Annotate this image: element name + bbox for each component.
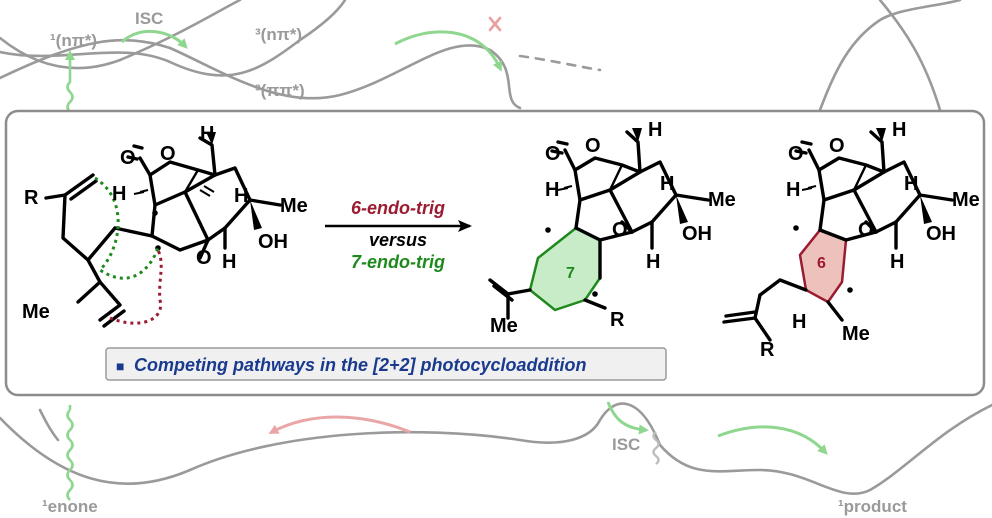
caption-box: ■ Competing pathways in the [2+2] photoc… (105, 347, 667, 381)
reverse-red-arrow (268, 415, 411, 434)
ground-curve (0, 402, 992, 496)
green-arrows (65, 29, 828, 501)
triplet-pipi-curve (0, 39, 522, 110)
svg-text:R: R (24, 187, 39, 209)
caption-text: Competing pathways in the [2+2] photocyc… (134, 355, 587, 375)
svg-text:Me: Me (708, 189, 736, 211)
svg-text:O: O (545, 143, 561, 165)
svg-text:H: H (890, 251, 904, 273)
svg-text:O: O (788, 143, 804, 165)
caption-bullet: ■ (116, 358, 124, 374)
svg-text:OH: OH (258, 231, 288, 253)
label-triplet-pipi: ³(ππ*) (255, 81, 305, 100)
svg-text:O: O (585, 135, 601, 157)
excitation-wavy-upper (65, 50, 75, 113)
svg-text:R: R (760, 339, 775, 361)
svg-text:R: R (610, 309, 625, 331)
label-isc-bottom: ISC (612, 435, 640, 454)
ring6-label: 6 (817, 255, 826, 272)
svg-text:H: H (904, 173, 918, 195)
label-isc-top: ISC (135, 9, 163, 28)
cross-mark-icon (488, 16, 502, 32)
arrow-label-versus: versus (369, 230, 427, 250)
isc-arrow-top (120, 29, 188, 49)
label-product: ¹product (838, 497, 907, 516)
svg-text:O: O (858, 219, 874, 241)
dashed-curve (518, 54, 602, 72)
isc-bottom-wavy (652, 431, 660, 465)
svg-text:Me: Me (952, 189, 980, 211)
starting-material: R Me O O H H H Me OH O H (22, 123, 308, 328)
arrow-label-6-endo: 6-endo-trig (351, 198, 445, 218)
svg-text:OH: OH (926, 223, 956, 245)
svg-text:H: H (660, 173, 674, 195)
pipi-arrow (394, 30, 502, 72)
svg-text:H: H (792, 311, 806, 333)
ground-arrow-2 (717, 425, 828, 455)
scheme-box (4, 109, 986, 397)
singlet-npi-curve (0, 0, 242, 70)
product-six-ring: 6 O O H H H Me OH O H H R Me (722, 119, 980, 361)
svg-text:H: H (648, 119, 662, 141)
reaction-arrow: 6-endo-trig versus 7-endo-trig (325, 198, 472, 272)
product-seven-ring: 7 O O H H H Me OH O H Me R (488, 119, 736, 337)
svg-text:O: O (829, 135, 845, 157)
svg-text:Me: Me (842, 323, 870, 345)
label-singlet-npi: ¹(nπ*) (50, 31, 97, 50)
svg-text:O: O (612, 219, 628, 241)
svg-text:Me: Me (280, 195, 308, 217)
svg-text:O: O (120, 147, 136, 169)
ground-arrow-1 (606, 401, 649, 435)
svg-text:Me: Me (490, 315, 518, 337)
svg-text:H: H (234, 185, 248, 207)
svg-text:H: H (892, 119, 906, 141)
svg-text:H: H (646, 251, 660, 273)
label-triplet-npi: ³(nπ*) (255, 25, 302, 44)
upper-right-curve (818, 0, 962, 112)
svg-text:H: H (786, 179, 800, 201)
right-hump-curve (878, 0, 942, 112)
svg-text:H: H (200, 123, 214, 145)
svg-text:H: H (545, 179, 559, 201)
excitation-wavy-arrow (66, 409, 74, 501)
arrow-label-7-endo: 7-endo-trig (351, 252, 445, 272)
svg-text:O: O (196, 247, 212, 269)
svg-text:Me: Me (22, 301, 50, 323)
svg-text:O: O (160, 143, 176, 165)
label-enone: ¹enone (42, 497, 98, 516)
ring7-label: 7 (566, 265, 575, 282)
svg-text:H: H (112, 183, 126, 205)
ground-left-rise (38, 408, 60, 442)
svg-text:H: H (222, 251, 236, 273)
svg-text:OH: OH (682, 223, 712, 245)
